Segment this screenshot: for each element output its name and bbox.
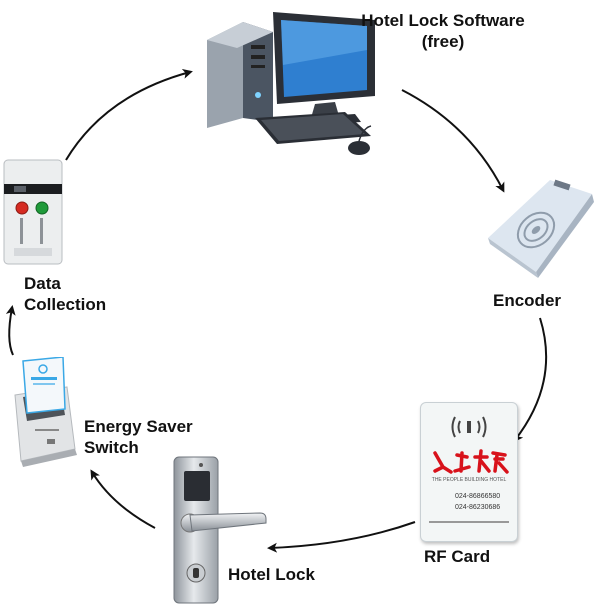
arrow-switch-to-data	[5, 305, 16, 356]
software-label: Hotel Lock Software (free)	[358, 10, 528, 52]
software-title: Hotel Lock Software	[361, 11, 525, 30]
arrow-data-to-software	[65, 69, 193, 161]
arrow-rfcard-to-lock	[267, 521, 416, 553]
encoder-label: Encoder	[493, 291, 562, 310]
hotel-logo-calligraphy	[433, 449, 509, 474]
rf-card-label: RF Card	[424, 547, 491, 566]
card-encoder-icon	[488, 179, 594, 278]
card-address-line	[429, 521, 509, 523]
data-collector-icon	[3, 159, 63, 265]
card-phone-1: 024-86866580	[455, 493, 501, 500]
data-collection-title-line2: Collection	[24, 295, 107, 314]
arrow-encoder-to-rfcard	[513, 317, 548, 443]
arrow-software-to-encoder	[401, 89, 505, 193]
desktop-computer-icon	[207, 12, 375, 155]
hotel-lock-label: Hotel Lock	[228, 565, 315, 584]
rf-wave-icon	[451, 416, 487, 438]
rf-card-icon: THE PEOPLE BUILDING HOTEL 024-86866580 0…	[420, 402, 518, 542]
data-collection-label: Data Collection	[24, 273, 106, 315]
arrow-lock-to-switch	[90, 469, 156, 529]
energy-switch-title-line1: Energy Saver	[84, 417, 193, 436]
energy-switch-title-line2: Switch	[84, 438, 139, 457]
energy-switch-label: Energy Saver Switch	[84, 416, 193, 458]
software-subtitle: (free)	[421, 32, 465, 51]
data-collection-title-line1: Data	[24, 274, 61, 293]
door-lock-icon	[173, 456, 267, 604]
card-brand-en: THE PEOPLE BUILDING HOTEL	[431, 477, 507, 483]
energy-saver-switch-icon	[14, 357, 77, 467]
card-phone-2: 024-86230686	[455, 504, 501, 511]
